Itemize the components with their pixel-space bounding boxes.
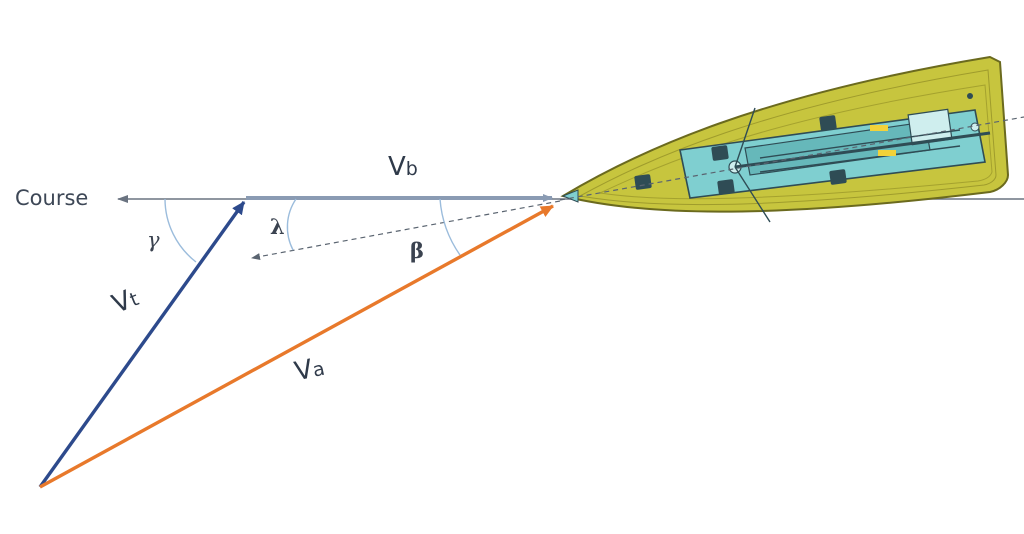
gamma-label: γ [147, 228, 160, 252]
vb-label-sub: b [405, 158, 418, 180]
sailboat-top-view-icon [560, 55, 1010, 223]
lambda-arc [286, 198, 297, 251]
vb-label: Vb [388, 152, 418, 182]
apparent-wind-dashed-line [251, 200, 561, 260]
apparent-wind-axis-extension [559, 116, 1024, 201]
beta-label: β [410, 238, 424, 263]
gamma-arc [164, 198, 197, 263]
va-label: Va [292, 352, 327, 387]
vb-label-main: V [388, 152, 406, 182]
lambda-label: λ [270, 214, 285, 239]
va-vector [39, 204, 554, 489]
beta-arc [439, 198, 461, 256]
vt-vector [38, 201, 246, 488]
course-label: Course [15, 186, 89, 210]
